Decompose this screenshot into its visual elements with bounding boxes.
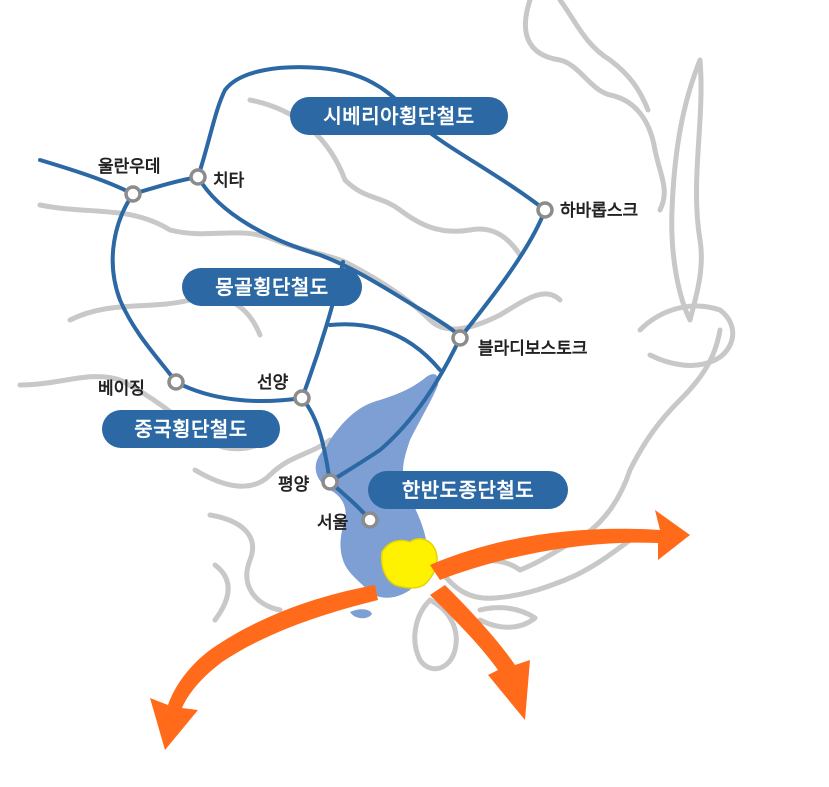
japan-honshu [437,327,723,573]
sakhalin [669,57,704,323]
ulan-ude-beijing [110,192,178,384]
yeongnam-region [380,538,438,589]
city-label-ulan-ude: 울란우데 [98,157,161,177]
label-siberian-railway: 시베리아횡단철도 [290,97,508,135]
station-pyongyang [321,473,339,491]
city-label-khabarovsk: 하바롭스크 [560,201,639,221]
station-vladivostok [451,329,469,347]
shenyang-vladivostok [328,322,442,372]
bohai-coast [192,437,333,489]
korean-route [328,336,462,522]
label-mongolian-railway: 몽골횡단철도 [182,268,362,306]
jeju-island [350,609,372,619]
city-label-pyongyang: 평양 [278,475,310,495]
shikoku [477,605,538,630]
arrow-east [430,510,690,580]
border-north-coast [522,0,667,213]
city-label-vladivostok: 블라디보스토크 [478,339,588,359]
city-label-shenyang: 선양 [257,373,289,393]
japan-west [437,537,633,601]
city-label-chita: 치타 [213,171,245,191]
east-china [212,562,231,623]
arrow-southeast [430,585,530,720]
label-korean-railway: 한반도종단철도 [368,471,568,509]
china-coast [17,374,273,452]
city-label-beijing: 베이징 [98,379,145,399]
beijing-shenyang [174,380,304,403]
station-khabarovsk [536,201,554,219]
coast-okhotsk [557,0,651,113]
border-russia-china [37,202,348,265]
station-shenyang [293,389,311,407]
arrow-southwest [150,585,378,750]
yellow-sea [207,512,283,613]
chita-vladivostok [196,175,462,340]
label-chinese-railway: 중국횡단철도 [102,410,280,448]
station-beijing [167,373,185,391]
station-ulan-ude [124,185,142,203]
station-chita [189,168,207,186]
city-label-seoul: 서울 [317,513,349,533]
station-seoul [361,511,379,529]
export-arrows [150,510,690,750]
kyushu [412,597,459,672]
hokkaido [637,303,736,368]
stations [124,168,554,529]
manchuria-coast [342,259,563,332]
